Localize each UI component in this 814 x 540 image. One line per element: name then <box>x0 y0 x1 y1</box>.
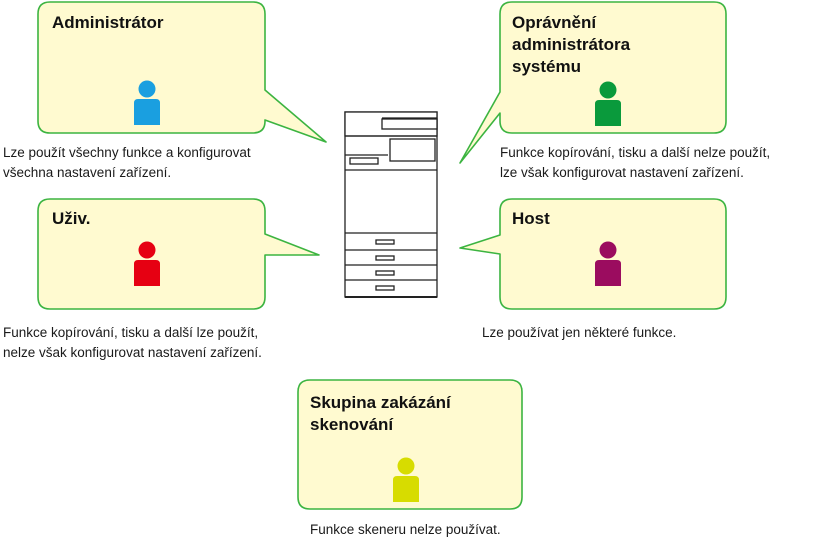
printer-icon <box>344 111 438 298</box>
person-icon <box>134 241 160 286</box>
person-icon <box>134 80 160 125</box>
bubble-guest <box>459 198 727 310</box>
person-icon <box>595 241 621 286</box>
role-description-scan-disabled: Funkce skeneru nelze používat. <box>310 522 501 537</box>
role-title-user: Uživ. <box>52 209 91 228</box>
role-description-admin: Lze použít všechny funkce a konfigurovat… <box>3 145 251 180</box>
role-title-guest: Host <box>512 209 550 228</box>
role-description-guest: Lze používat jen některé funkce. <box>482 325 677 340</box>
person-icon <box>595 81 621 126</box>
bubble-admin <box>37 1 327 143</box>
bubble-sysadmin <box>459 1 727 164</box>
role-title-sysadmin: Oprávnění administrátora systému <box>512 13 631 76</box>
bubble-user <box>37 198 320 310</box>
bubble-scan-disabled <box>297 379 523 510</box>
role-title-scan-disabled: Skupina zakázání skenování <box>310 393 451 434</box>
role-description-user: Funkce kopírování, tisku a další lze pou… <box>3 325 262 360</box>
role-title-admin: Administrátor <box>52 13 164 32</box>
role-description-sysadmin: Funkce kopírování, tisku a další nelze p… <box>500 145 771 180</box>
person-icon <box>393 457 419 502</box>
